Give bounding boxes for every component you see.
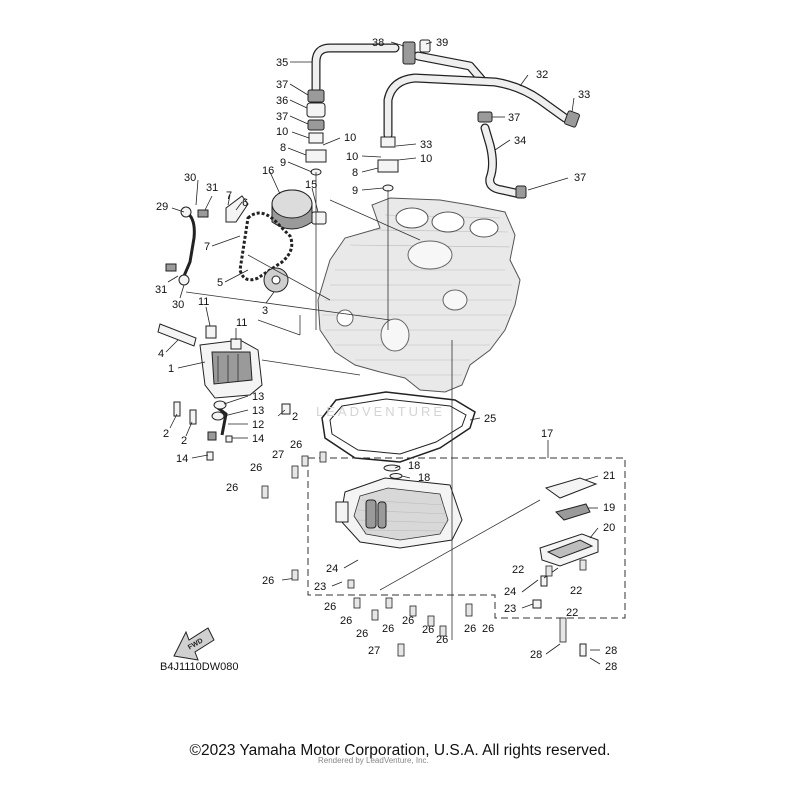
callout-19: 19 bbox=[603, 502, 615, 514]
callout-20: 20 bbox=[603, 522, 615, 534]
callout-26: 26 bbox=[482, 623, 494, 635]
callout-2: 2 bbox=[163, 428, 169, 440]
callout-37: 37 bbox=[508, 112, 520, 124]
callout-8: 8 bbox=[280, 142, 286, 154]
oil-filter-and-drive bbox=[165, 189, 327, 293]
callout-37: 37 bbox=[276, 111, 288, 123]
callout-11: 11 bbox=[236, 317, 247, 329]
callout-26: 26 bbox=[340, 615, 352, 627]
callout-17: 17 bbox=[541, 428, 553, 440]
callout-22: 22 bbox=[566, 607, 578, 619]
callout-30: 30 bbox=[184, 172, 196, 184]
callout-24: 24 bbox=[504, 586, 516, 598]
callout-31: 31 bbox=[206, 182, 218, 194]
callout-labels: 35 37 36 37 10 10 8 9 38 39 32 33 37 34 … bbox=[155, 37, 617, 673]
callout-14: 14 bbox=[252, 433, 264, 445]
callout-26: 26 bbox=[226, 482, 238, 494]
callout-26: 26 bbox=[262, 575, 274, 587]
oil-pump-assembly bbox=[157, 323, 291, 461]
callout-7: 7 bbox=[204, 241, 210, 253]
oil-cooler-assembly bbox=[532, 477, 599, 657]
callout-26: 26 bbox=[356, 628, 368, 640]
callout-26: 26 bbox=[324, 601, 336, 613]
callout-34: 34 bbox=[514, 135, 526, 147]
callout-25: 25 bbox=[484, 413, 496, 425]
callout-37: 37 bbox=[276, 79, 288, 91]
callout-24: 24 bbox=[326, 563, 338, 575]
crankcase-assembly bbox=[317, 197, 521, 393]
callout-27: 27 bbox=[368, 645, 380, 657]
callout-29: 29 bbox=[156, 201, 168, 213]
callout-23: 23 bbox=[504, 603, 516, 615]
callout-4: 4 bbox=[158, 348, 164, 360]
bolts bbox=[261, 451, 587, 657]
callout-33: 33 bbox=[578, 89, 590, 101]
callout-1: 1 bbox=[168, 363, 174, 375]
callout-11: 11 bbox=[198, 296, 209, 308]
callout-26: 26 bbox=[382, 623, 394, 635]
fwd-direction-arrow: FWD bbox=[173, 627, 215, 661]
callout-28: 28 bbox=[530, 649, 542, 661]
callout-26: 26 bbox=[290, 439, 302, 451]
callout-12: 12 bbox=[252, 419, 264, 431]
callout-14: 14 bbox=[176, 453, 188, 465]
callout-39: 39 bbox=[436, 37, 448, 49]
callout-26: 26 bbox=[422, 624, 434, 636]
callout-9: 9 bbox=[352, 185, 358, 197]
callout-13: 13 bbox=[252, 405, 264, 417]
callout-18: 18 bbox=[408, 460, 420, 472]
callout-9: 9 bbox=[280, 157, 286, 169]
callout-2: 2 bbox=[292, 411, 298, 423]
callout-32: 32 bbox=[536, 69, 548, 81]
callout-37: 37 bbox=[574, 172, 586, 184]
callout-30: 30 bbox=[172, 299, 184, 311]
callout-8: 8 bbox=[352, 167, 358, 179]
callout-3: 3 bbox=[262, 305, 268, 317]
callout-6: 6 bbox=[242, 197, 248, 209]
callout-18: 18 bbox=[418, 472, 430, 484]
callout-26: 26 bbox=[436, 634, 448, 646]
callout-10: 10 bbox=[346, 151, 358, 163]
callout-16: 16 bbox=[262, 165, 274, 177]
callout-38: 38 bbox=[372, 37, 384, 49]
callout-10: 10 bbox=[420, 153, 432, 165]
callout-33: 33 bbox=[420, 139, 432, 151]
callout-26: 26 bbox=[402, 615, 414, 627]
callout-13: 13 bbox=[252, 391, 264, 403]
assembly-boxes bbox=[307, 457, 626, 619]
callout-2: 2 bbox=[181, 435, 187, 447]
callout-10: 10 bbox=[276, 126, 288, 138]
callout-35: 35 bbox=[276, 57, 288, 69]
callout-28: 28 bbox=[605, 645, 617, 657]
callout-7: 7 bbox=[226, 190, 232, 202]
callout-21: 21 bbox=[603, 470, 615, 482]
callout-27: 27 bbox=[272, 449, 284, 461]
callout-5: 5 bbox=[217, 277, 223, 289]
breather-hoses bbox=[305, 39, 580, 199]
callout-26: 26 bbox=[464, 623, 476, 635]
callout-23: 23 bbox=[314, 581, 326, 593]
callout-36: 36 bbox=[276, 95, 288, 107]
callout-15: 15 bbox=[305, 179, 317, 191]
copyright-notice: ©2023 Yamaha Motor Corporation, U.S.A. A… bbox=[189, 742, 611, 759]
callout-22: 22 bbox=[570, 585, 582, 597]
callout-22: 22 bbox=[512, 564, 524, 576]
rendered-by-note: Rendered by LeadVenture, Inc. bbox=[318, 756, 429, 765]
callout-28: 28 bbox=[605, 661, 617, 673]
crankcase-gasket bbox=[321, 391, 476, 463]
callout-31: 31 bbox=[155, 284, 167, 296]
watermark: LEADVENTURE bbox=[316, 404, 446, 419]
callout-26: 26 bbox=[250, 462, 262, 474]
callout-10: 10 bbox=[344, 132, 356, 144]
oil-pan-assembly bbox=[335, 464, 463, 549]
diagram-code: B4J1110DW080 bbox=[160, 661, 239, 673]
